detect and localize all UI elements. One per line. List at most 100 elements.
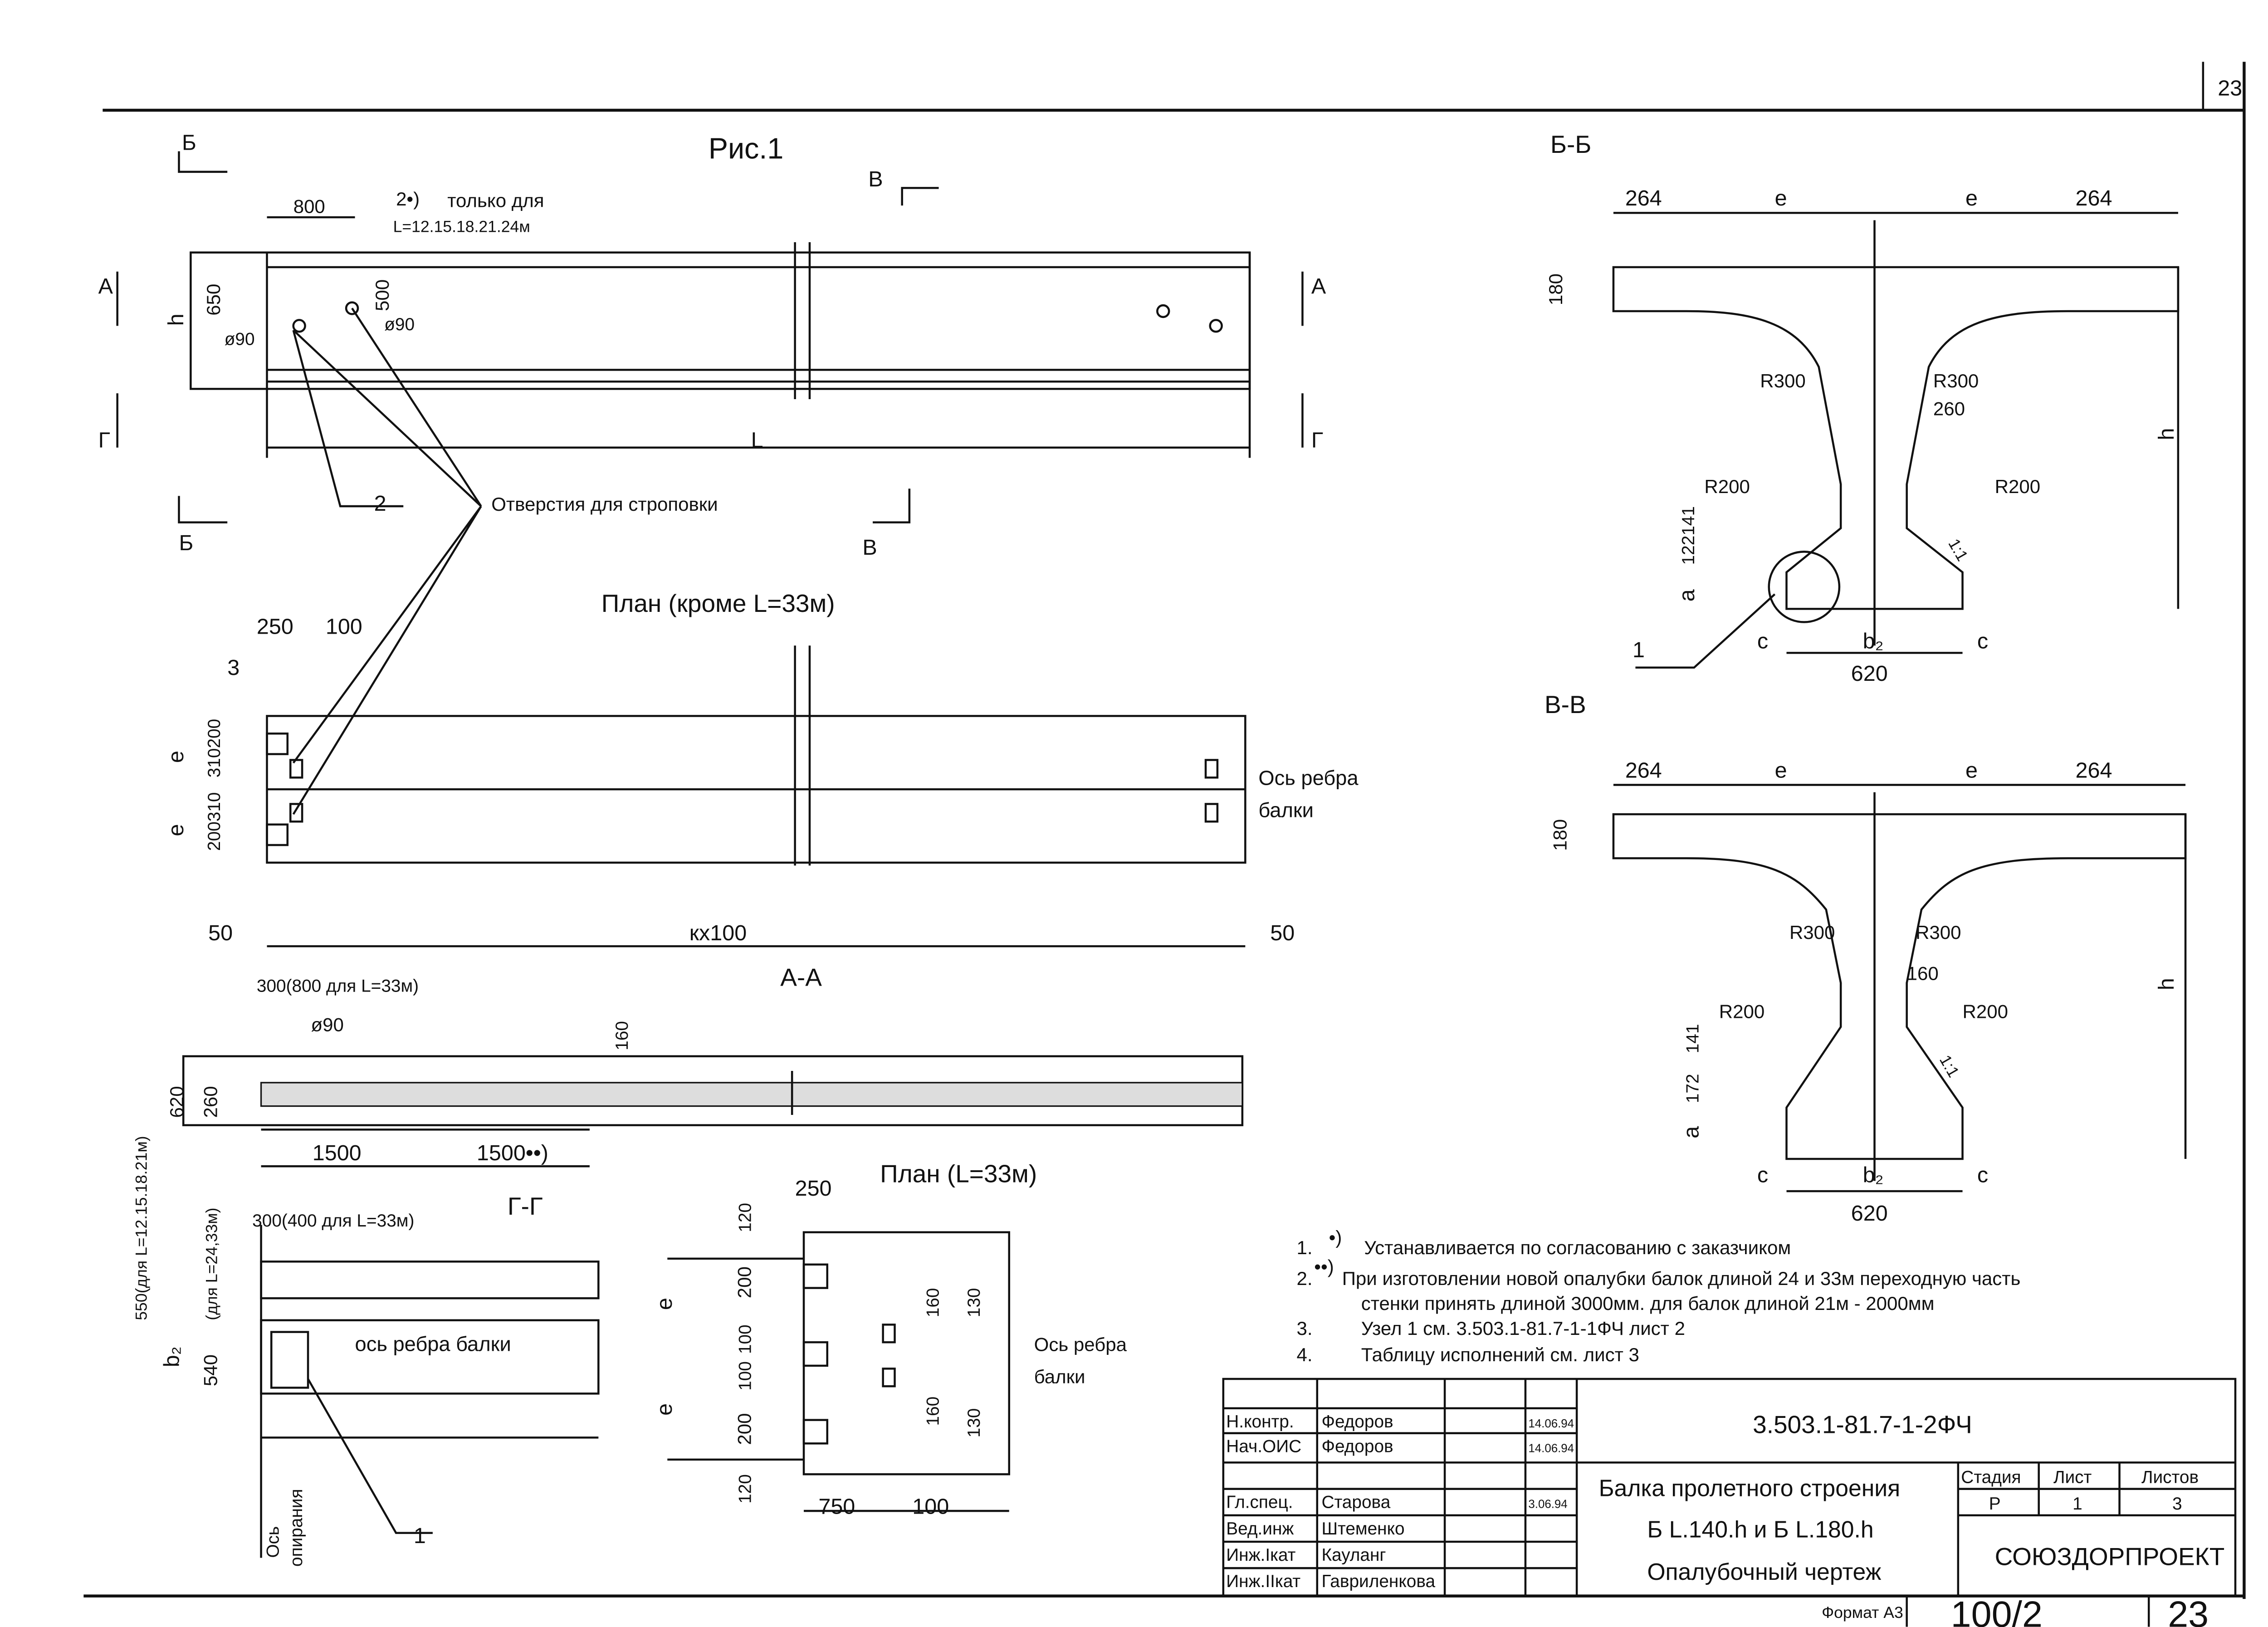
bb-r300b: R300 (1933, 370, 1979, 391)
note-2b-text: стенки принять длиной 3000мм. для балок … (1361, 1293, 1935, 1314)
fig1-cut-g-right: Г (1311, 428, 1323, 453)
vv-dim-a: a (1679, 1126, 1703, 1138)
tb-role-1: Нач.ОИС (1226, 1437, 1301, 1456)
gg-support-axis-1: Ось (263, 1526, 283, 1558)
tb-date-1: 14.06.94 (1528, 1442, 1574, 1455)
tb-title-2: Б L.140.h и Б L.180.h (1647, 1516, 1873, 1542)
bb-r200b: R200 (1995, 476, 2040, 497)
plan33-dim-750: 750 (818, 1495, 855, 1519)
fig1-diam-1: ø90 (225, 329, 255, 349)
note-4-text: Таблицу исполнений см. лист 3 (1361, 1344, 1639, 1365)
plan-dim-50b: 50 (1270, 921, 1295, 945)
bb-dim-260: 260 (1933, 398, 1965, 420)
plan33-dim-160b: 160 (923, 1397, 943, 1426)
tb-name-1: Федоров (1321, 1437, 1393, 1456)
plan33-dim-e1: e (652, 1298, 677, 1310)
aa-title: А-А (780, 963, 822, 991)
vv-r300b: R300 (1916, 922, 1961, 943)
gg-callout-1: 1 (414, 1524, 426, 1548)
section-gg-view (260, 1225, 600, 1558)
gg-dim-b2: b₂ (159, 1346, 184, 1367)
note-3-text: Узел 1 см. 3.503.1-81.7-1-1ФЧ лист 2 (1361, 1318, 1685, 1339)
vv-dim-c2: c (1977, 1163, 1988, 1187)
aa-dim-260: 260 (200, 1086, 221, 1118)
plan33-dim-200b: 200 (734, 1413, 755, 1445)
plan33-dim-130a: 130 (964, 1288, 984, 1318)
footer-code: 100/2 (1951, 1594, 2043, 1627)
note-2-mark: ••) (1314, 1256, 1334, 1277)
aa-dim-1500a: 1500 (313, 1141, 362, 1165)
plan-dim-e2: e (164, 824, 188, 836)
plan33-dim-120a: 120 (736, 1203, 755, 1232)
gg-dim-300: 300(400 для L=33м) (252, 1211, 414, 1231)
section-bb-view (1612, 212, 2180, 669)
bb-callout-1: 1 (1633, 638, 1645, 662)
plan-axis-label-2: балки (1258, 799, 1314, 822)
plan-view (266, 645, 1246, 948)
gg-title: Г-Г (508, 1192, 543, 1220)
fig1-title: Рис.1 (709, 132, 784, 165)
aa-dim-1500b: 1500••) (477, 1141, 548, 1165)
plan33-dim-100b: 100 (736, 1361, 755, 1391)
gg-dim-540: 540 (200, 1354, 221, 1386)
fig1-elevation (116, 151, 1304, 815)
fig1-dim-650: 650 (203, 284, 224, 316)
section-vv-view (1612, 784, 2187, 1192)
vv-dim-620: 620 (1851, 1201, 1888, 1226)
tb-name-5: Кауланг (1321, 1545, 1386, 1565)
fig1-note-only: только для (447, 190, 544, 211)
plan33-axis-label-2: балки (1034, 1366, 1085, 1388)
fig1-dim-h: h (164, 313, 188, 326)
tb-sheet-label: Лист (2053, 1468, 2092, 1487)
section-aa-view (182, 1055, 1244, 1168)
plan33-dim-250: 250 (795, 1176, 832, 1201)
bb-r200a: R200 (1704, 476, 1750, 497)
plan-dim-kx100: кх100 (689, 921, 747, 945)
tb-sheet: 1 (2072, 1494, 2082, 1514)
tb-title-1: Балка пролетного строения (1599, 1475, 1901, 1501)
tb-role-3: Гл.спец. (1226, 1493, 1293, 1512)
vv-r200b: R200 (1963, 1001, 2008, 1022)
tb-name-0: Федоров (1321, 1412, 1393, 1432)
vv-dim-180: 180 (1549, 819, 1570, 851)
gg-axis-label: ось ребра балки (355, 1333, 511, 1356)
plan-title: План (кроме L=33м) (601, 589, 835, 617)
vv-dim-e2: e (1965, 758, 1978, 782)
plan-callout-3: 3 (227, 655, 240, 680)
vv-dim-e1: e (1775, 758, 1787, 782)
fig1-note-lengths: L=12.15.18.21.24м (393, 217, 530, 235)
bb-dim-c1: c (1757, 629, 1768, 654)
title-block-frame (1222, 1378, 2237, 1627)
tb-sheets: 3 (2172, 1494, 2182, 1514)
gg-support-axis-2: опирания (287, 1489, 306, 1567)
tb-date-3: 3.06.94 (1528, 1498, 1567, 1511)
fig1-dim-l: L (751, 428, 763, 453)
plan-axis-label-1: Ось ребра (1258, 766, 1359, 789)
tb-name-6: Гавриленкова (1321, 1572, 1435, 1591)
fig1-cut-a-right: А (1311, 274, 1326, 298)
footer-sheet: 23 (2168, 1594, 2209, 1627)
fig1-holes-label: Отверстия для строповки (491, 493, 718, 515)
vv-dim-141: 141 (1683, 1024, 1702, 1053)
vv-r300a: R300 (1789, 922, 1835, 943)
tb-date-0: 14.06.94 (1528, 1417, 1574, 1430)
fig1-cut-b-top: Б (182, 130, 196, 155)
gg-dim-550: 550(для L=12.15.18.21м) (132, 1136, 150, 1320)
fig1-diam-2: ø90 (384, 315, 415, 334)
fig1-cut-a-left: А (98, 274, 113, 298)
note-1-num: 1. (1296, 1237, 1312, 1258)
aa-dim-620: 620 (166, 1086, 187, 1118)
fig1-cut-b-bottom: Б (179, 531, 193, 555)
bb-dim-e2: e (1965, 186, 1978, 210)
aa-dim-160: 160 (612, 1021, 632, 1050)
bb-dim-264b: 264 (2076, 186, 2112, 210)
tb-role-0: Н.контр. (1226, 1412, 1294, 1432)
plan33-dim-160a: 160 (923, 1288, 943, 1318)
plan-dim-stack2: 200310 (205, 792, 224, 850)
plan33-dim-100a: 100 (736, 1324, 755, 1354)
plan33-dim-120b: 120 (736, 1474, 755, 1504)
fig1-cut-v-bottom: В (862, 535, 877, 560)
tb-name-4: Штеменко (1321, 1519, 1404, 1539)
fig1-note-mark: 2•) (396, 188, 420, 210)
